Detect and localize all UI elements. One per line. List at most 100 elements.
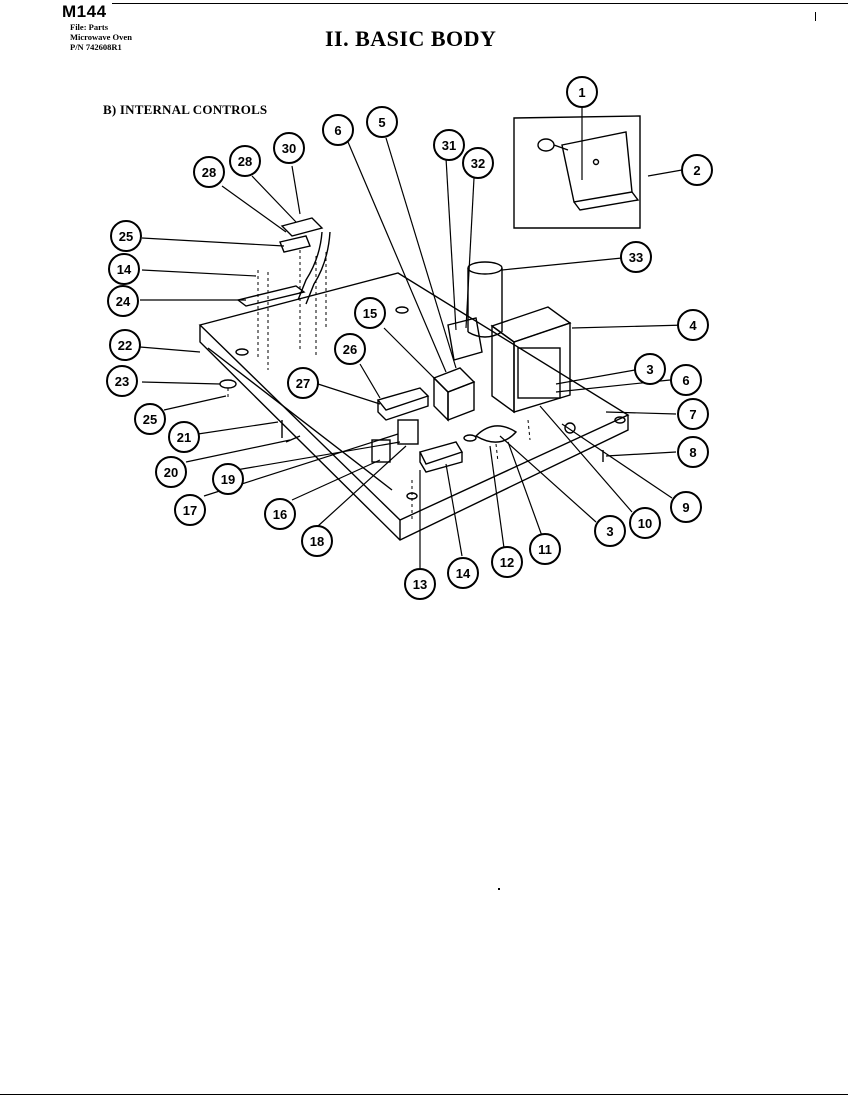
leader-2 [647, 169, 683, 177]
callout-circle [529, 533, 561, 565]
mount-hole [463, 434, 477, 442]
fuse-holder [397, 419, 419, 445]
callout-number: 14 [117, 262, 132, 277]
terminal-strip-top [418, 441, 464, 465]
callout-number: 24 [116, 294, 131, 309]
callout-18: 18 [301, 525, 333, 557]
callout-number: 33 [629, 250, 643, 265]
callout-number: 25 [119, 229, 133, 244]
top-border-line [112, 3, 848, 4]
callout-circle [447, 557, 479, 589]
callout-circle [462, 147, 494, 179]
callout-circle [106, 365, 138, 397]
callout-16: 16 [264, 498, 296, 530]
callout-circle [107, 285, 139, 317]
callout-circle [174, 494, 206, 526]
callout-circle [677, 398, 709, 430]
leader-11 [507, 441, 543, 537]
callout-circle [491, 546, 523, 578]
callout-1: 1 [566, 76, 598, 108]
callout-4: 4 [677, 309, 709, 341]
callout-14: 14 [108, 253, 140, 285]
wire-clamp [474, 425, 518, 443]
scan-speck [498, 888, 500, 890]
callout-number: 18 [310, 534, 324, 549]
mount-hole [395, 306, 409, 314]
callout-circle [366, 106, 398, 138]
inset-detail-frame [513, 115, 641, 229]
actuator-stem [553, 144, 569, 151]
leader-26 [317, 383, 381, 405]
transformer-left-face [491, 324, 515, 414]
leader-6 [347, 141, 447, 373]
part-number-line: P/N 742608R1 [70, 42, 122, 52]
callout-number: 13 [413, 577, 427, 592]
callout-number: 21 [177, 430, 191, 445]
callout-circle [629, 507, 661, 539]
callout-number: 7 [689, 407, 696, 422]
callout-number: 3 [646, 362, 653, 377]
callout-circle [155, 456, 187, 488]
callout-circle [681, 154, 713, 186]
callout-11: 11 [529, 533, 561, 565]
leader-3a [555, 369, 636, 385]
terminal-board-edge [377, 396, 429, 421]
callout-circle [677, 436, 709, 468]
callout-number: 11 [538, 542, 552, 557]
file-line: File: Parts [70, 22, 108, 32]
callout-23: 23 [106, 365, 138, 397]
relay-side [433, 376, 449, 422]
callout-25: 25 [134, 403, 166, 435]
leader-28a [251, 175, 297, 223]
thermostat-plate [279, 235, 311, 253]
model-number: M144 [62, 2, 107, 21]
switch-knob [564, 422, 576, 434]
callout-26: 26 [334, 333, 366, 365]
diagram-linework [198, 115, 641, 541]
page-title: II. BASIC BODY [325, 26, 497, 51]
callout-circle [670, 364, 702, 396]
callout-group: 1233456678910111213141415161718192021222… [106, 76, 713, 600]
bracket-plate [561, 131, 633, 203]
callout-number: 6 [682, 373, 689, 388]
callout-circle [677, 309, 709, 341]
callout-13: 13 [404, 568, 436, 600]
capacitor-bracket [447, 317, 483, 361]
callout-number: 4 [689, 318, 697, 333]
callout-number: 1 [578, 85, 585, 100]
leader-16 [291, 459, 381, 501]
callout-number: 30 [282, 141, 296, 156]
grommet [219, 379, 237, 389]
callout-number: 19 [221, 472, 235, 487]
leader-30 [445, 157, 457, 331]
callout-number: 5 [378, 115, 385, 130]
callout-circle [134, 403, 166, 435]
bottom-border-line [0, 1094, 848, 1095]
callout-number: 12 [500, 555, 514, 570]
callout-number: 28 [202, 165, 216, 180]
assembly-line [495, 443, 499, 463]
leader-14a [141, 269, 257, 277]
callout-circle [334, 333, 366, 365]
bracket-flange [573, 191, 640, 211]
terminal-strip-edge [419, 452, 463, 473]
callout-20: 20 [155, 456, 187, 488]
callout-12: 12 [491, 546, 523, 578]
callout-circle [273, 132, 305, 164]
product-line: Microwave Oven [70, 32, 132, 42]
callout-number: 27 [296, 376, 310, 391]
callout-22: 22 [109, 329, 141, 361]
bracket-hole [592, 158, 600, 166]
callout-14: 14 [447, 557, 479, 589]
callout-3: 3 [634, 353, 666, 385]
relay-top [432, 367, 476, 393]
callout-circle [670, 491, 702, 523]
callout-number: 17 [183, 503, 197, 518]
mount-hole [614, 416, 626, 424]
leader-17 [317, 445, 407, 527]
callout-number: 32 [471, 156, 485, 171]
callout-number: 16 [273, 507, 287, 522]
callout-circle [404, 568, 436, 600]
callout-17: 17 [174, 494, 206, 526]
